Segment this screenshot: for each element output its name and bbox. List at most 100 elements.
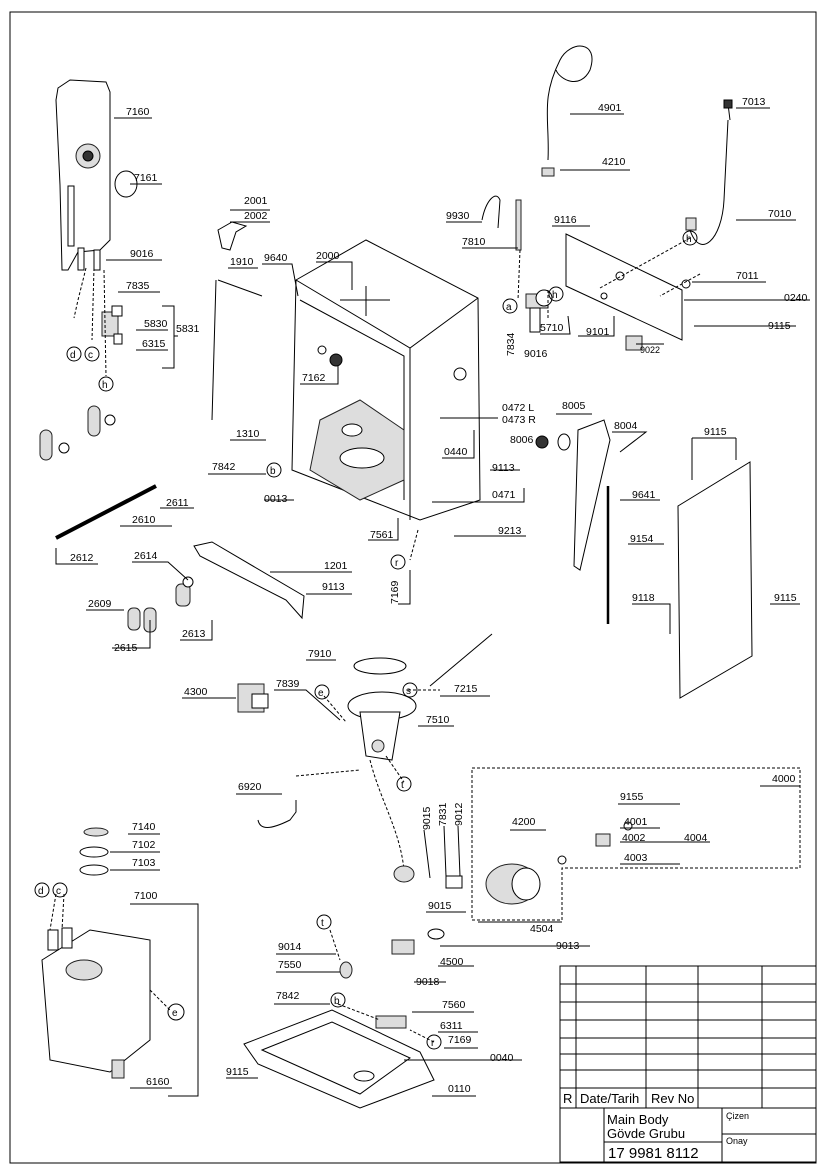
marker-e-upper: e	[314, 684, 330, 700]
part-label-7103: 7103	[132, 857, 156, 869]
part-label-7100: 7100	[134, 890, 158, 902]
part-label-9014: 9014	[278, 941, 302, 953]
part-label-0040: 0040	[490, 1052, 514, 1064]
part-label-7560: 7560	[442, 999, 466, 1011]
marker-t-upper: t	[396, 776, 412, 792]
part-label-9213: 9213	[498, 525, 522, 537]
part-label-9930: 9930	[446, 210, 470, 222]
part-label-6920: 6920	[238, 781, 262, 793]
part-label-4002: 4002	[622, 832, 646, 844]
part-label-8006: 8006	[510, 434, 534, 446]
part-label-5830: 5830	[144, 318, 168, 330]
part-label-6311: 6311	[440, 1020, 463, 1032]
marker-e-lower: e	[167, 1003, 185, 1021]
part-label-8005: 8005	[562, 400, 586, 412]
hose-fitting	[685, 217, 697, 231]
part-label-4210: 4210	[602, 156, 626, 168]
svg-text:h: h	[102, 380, 108, 391]
part-label-7011: 7011	[736, 270, 759, 282]
clips-group	[39, 405, 116, 461]
cable-part-4901	[546, 45, 593, 161]
pump-part-4300	[237, 683, 269, 713]
rod-part-7810	[515, 199, 522, 251]
part-label-9155: 9155	[620, 791, 644, 803]
part-label-0440: 0440	[444, 446, 468, 458]
part-label-2000: 2000	[316, 250, 340, 262]
rail-part-2610	[55, 484, 157, 540]
marker-c-lower: c	[52, 882, 68, 898]
marker-r-upper: r	[390, 554, 406, 570]
svg-text:c: c	[88, 350, 93, 361]
plug-part-4210	[541, 167, 555, 177]
part-label-4200: 4200	[512, 816, 536, 828]
marker-r-lower: r	[426, 1034, 442, 1050]
svg-text:t: t	[321, 918, 324, 929]
hose-group	[339, 759, 463, 979]
svg-text:b: b	[334, 996, 340, 1007]
marker-b-upper: b	[266, 462, 282, 478]
svg-text:r: r	[395, 558, 399, 569]
drawing-number: 17 9981 8112	[608, 1145, 699, 1162]
approved-label: Onay	[726, 1136, 748, 1146]
marker-d-upper: d	[66, 346, 82, 362]
part-label-9641: 9641	[632, 489, 656, 501]
connection-dashes	[49, 237, 701, 1043]
part-label-7215: 7215	[454, 683, 478, 695]
part-label-9154: 9154	[630, 533, 654, 545]
part-label-7910: 7910	[308, 648, 332, 660]
page-border	[9, 11, 817, 1164]
part-label-9022: 9022	[640, 345, 660, 355]
leader-lines	[55, 107, 810, 1097]
part-label-9116: 9116	[554, 214, 577, 226]
part-label-4901: 4901	[598, 102, 622, 114]
rail-part-0240	[565, 233, 683, 351]
part-label-0473: 0473 R	[502, 414, 536, 426]
drawn-by-label: Çizen	[726, 1111, 749, 1121]
part-label-9115-base: 9115	[226, 1066, 249, 1078]
part-label-7831: 7831	[437, 802, 449, 826]
part-label-4000: 4000	[772, 773, 796, 785]
title-block: R Date/Tarih Rev No Main Body Gövde Grub…	[559, 965, 817, 1163]
part-label-7169: 7169	[389, 580, 401, 604]
motor-part-4000	[485, 821, 633, 905]
part-labels: 7160 7161 9016 7835 5830 5831 6315 2001 …	[70, 96, 808, 1095]
part-label-7160: 7160	[126, 106, 150, 118]
part-label-0240: 0240	[784, 292, 808, 304]
part-label-7842: 7842	[212, 461, 236, 473]
part-label-2609: 2609	[88, 598, 112, 610]
part-label-2615: 2615	[114, 642, 138, 654]
svg-text:b: b	[270, 466, 276, 477]
part-label-7169-lower: 7169	[448, 1034, 472, 1046]
part-label-2001: 2001	[244, 195, 268, 207]
ring-part-7102	[79, 846, 109, 858]
part-label-5710: 5710	[540, 322, 564, 334]
part-label-9015: 9015	[421, 806, 433, 830]
part-label-7013: 7013	[742, 96, 766, 108]
part-label-7102: 7102	[132, 839, 156, 851]
part-label-7842-lower: 7842	[276, 990, 300, 1002]
part-label-9101: 9101	[586, 326, 610, 338]
part-label-9640: 9640	[264, 252, 288, 264]
part-label-7835: 7835	[126, 280, 150, 292]
svg-text:h: h	[552, 290, 558, 301]
sensor-part-6920	[257, 800, 297, 828]
marker-h-upper: h	[98, 376, 114, 392]
svg-text:a: a	[506, 302, 512, 313]
control-panel-part-7160	[55, 79, 111, 271]
rev-no-label: Rev No	[651, 1091, 694, 1106]
part-label-1201: 1201	[324, 560, 348, 572]
part-label-7140: 7140	[132, 821, 156, 833]
svg-text:c: c	[56, 886, 61, 897]
shelf-part-1201	[193, 541, 305, 620]
part-label-0110: 0110	[448, 1083, 471, 1095]
connector-part-7013	[723, 99, 733, 109]
part-label-6315: 6315	[142, 338, 166, 350]
part-label-2613: 2613	[182, 628, 206, 640]
part-label-2612: 2612	[70, 552, 94, 564]
part-label-9016-lower: 9016	[524, 348, 548, 360]
part-label-1910: 1910	[230, 256, 254, 268]
part-label-0471: 0471	[492, 489, 516, 501]
part-label-0472: 0472 L	[502, 402, 534, 414]
svg-text:e: e	[172, 1008, 178, 1019]
